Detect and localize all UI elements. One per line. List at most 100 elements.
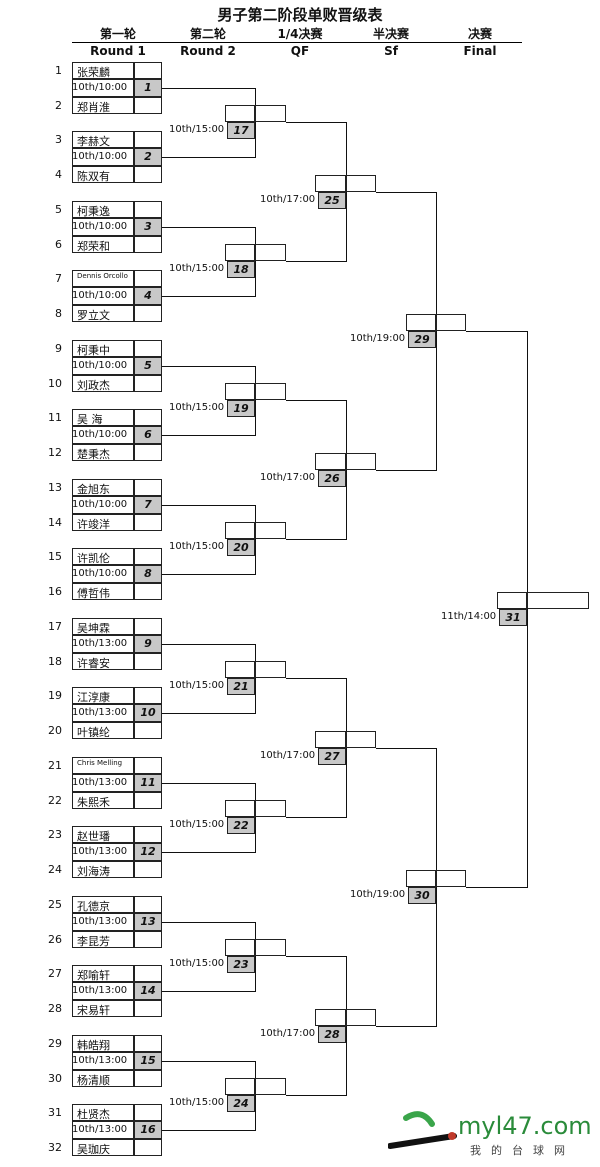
connector-line	[466, 887, 528, 888]
player-cell	[72, 1104, 134, 1121]
match-time-cell	[72, 356, 134, 375]
seed-number: 31	[48, 1106, 62, 1119]
player-score-cell	[134, 930, 162, 948]
site-logo: myl47.com 我的台球网	[388, 1110, 593, 1162]
player-score-cell	[134, 96, 162, 114]
player-cell	[72, 1000, 134, 1017]
match-time: 10th/13:00	[72, 985, 128, 996]
player-cell	[72, 200, 134, 218]
connector-line	[162, 157, 256, 158]
seed-number: 17	[48, 619, 62, 633]
player-cell	[72, 61, 134, 79]
connector-line	[376, 748, 437, 749]
connector-line	[376, 192, 437, 193]
connector-line	[162, 991, 256, 992]
connector-line	[255, 87, 256, 158]
player-name: 陈双有	[77, 170, 110, 183]
player-score-cell	[134, 513, 162, 531]
slot-score-cell	[255, 939, 286, 956]
match-number: 4	[134, 287, 162, 305]
player-cell	[72, 131, 134, 148]
match-time: 10th/13:00	[72, 707, 128, 718]
player-name: 郑肖淮	[77, 100, 110, 114]
match-number: 20	[227, 539, 255, 556]
seed-number: 27	[48, 967, 62, 980]
player-score-cell	[134, 861, 162, 878]
match-time: 10th/13:00	[72, 637, 128, 649]
round-header-en: QF	[290, 44, 310, 58]
player-name: 刘海涛	[77, 865, 110, 878]
player-cell	[72, 513, 134, 531]
match-time: 10th/10:00	[72, 359, 128, 371]
slot-cell	[315, 731, 346, 748]
seed-number: 16	[48, 585, 62, 598]
connector-line	[162, 921, 256, 923]
round-header-cn: 决赛	[467, 27, 492, 41]
match-time-cell	[72, 426, 134, 444]
match-time: 10th/15:00	[169, 958, 225, 969]
match-time: 10th/17:00	[260, 1028, 316, 1039]
connector-line	[162, 1060, 256, 1062]
connector-line	[255, 504, 256, 575]
seed-number: 21	[48, 758, 62, 772]
slot-score-cell	[255, 105, 286, 122]
player-score-cell	[134, 756, 162, 774]
player-cell	[72, 339, 134, 357]
slot-score-cell	[527, 592, 589, 609]
match-time: 10th/19:00	[350, 333, 406, 344]
match-number: 15	[134, 1051, 162, 1070]
match-time: 10th/15:00	[169, 402, 225, 413]
match-time: 10th/15:00	[169, 680, 225, 691]
player-cell	[72, 270, 134, 287]
match-time-cell	[72, 1051, 134, 1070]
player-cell	[72, 756, 134, 774]
player-name: 吴坤霖	[77, 621, 110, 635]
connector-line	[255, 782, 256, 853]
slot-score-cell	[346, 175, 376, 192]
player-cell	[72, 895, 134, 913]
player-cell	[72, 583, 134, 600]
match-time-cell	[72, 495, 134, 514]
connector-line	[286, 678, 347, 679]
player-cell	[72, 687, 134, 704]
player-cell	[72, 930, 134, 948]
seed-number: 29	[48, 1036, 62, 1050]
match-time: 10th/10:00	[72, 498, 128, 510]
player-score-cell	[134, 687, 162, 704]
seed-number: 3	[55, 133, 62, 146]
player-name: 金旭东	[77, 482, 110, 496]
player-cell	[72, 409, 134, 426]
match-time: 10th/15:00	[169, 263, 225, 274]
seed-number: 5	[55, 202, 62, 216]
player-name: 赵世璠	[77, 830, 110, 843]
player-cell	[72, 96, 134, 114]
slot-cell	[225, 244, 255, 261]
connector-line	[286, 261, 347, 262]
match-time-cell	[72, 773, 134, 792]
slot-cell	[225, 522, 255, 539]
player-score-cell	[134, 791, 162, 809]
seed-number: 1	[55, 63, 62, 77]
seed-number: 2	[55, 98, 62, 112]
player-cell	[72, 1139, 134, 1156]
connector-line	[162, 504, 256, 506]
player-name: 杜贤杰	[77, 1108, 110, 1121]
match-time: 10th/15:00	[169, 541, 225, 552]
player-score-cell	[134, 478, 162, 496]
round-header-en: Final	[463, 44, 497, 58]
match-number: 28	[318, 1026, 346, 1043]
player-score-cell	[134, 166, 162, 183]
connector-line	[162, 852, 256, 853]
seed-number: 12	[48, 446, 62, 459]
match-number: 17	[227, 122, 255, 139]
slot-score-cell	[346, 1009, 376, 1026]
player-cell	[72, 1069, 134, 1087]
seed-number: 28	[48, 1002, 62, 1015]
seed-number: 15	[48, 550, 62, 563]
match-time: 10th/15:00	[169, 124, 225, 135]
connector-line	[162, 782, 256, 784]
connector-line	[376, 1026, 437, 1027]
player-cell	[72, 1034, 134, 1052]
seed-number: 8	[55, 307, 62, 320]
